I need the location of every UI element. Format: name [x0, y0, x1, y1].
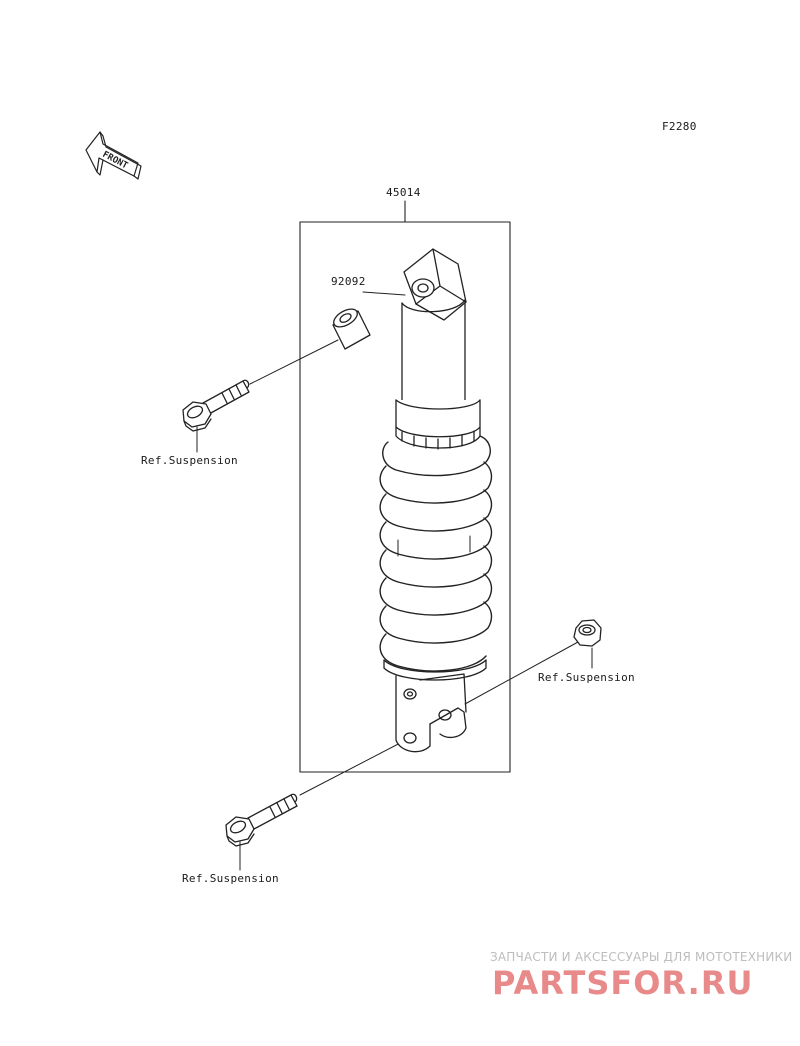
ref-suspension-upper[interactable]: Ref.Suspension [141, 454, 238, 467]
front-arrow-icon: FRONT [85, 131, 142, 180]
assembly-bracket [299, 221, 511, 773]
ref-suspension-lower-nut[interactable]: Ref.Suspension [538, 671, 635, 684]
shock-absorber [379, 248, 493, 753]
watermark-logo: PARTSFOR.RU [492, 964, 754, 1002]
figure-code: F2280 [662, 120, 697, 133]
ref-suspension-lower-bolt[interactable]: Ref.Suspension [182, 872, 279, 885]
lower-bolt-axis [299, 739, 407, 796]
lower-nut-axis [464, 641, 579, 705]
lower-nut [573, 619, 602, 647]
lower-bolt [225, 793, 298, 847]
upper-bolt [182, 379, 250, 432]
upper-bolt-axis [249, 339, 339, 385]
watermark-tagline: ЗАПЧАСТИ И АКСЕССУАРЫ ДЛЯ МОТОТЕХНИКИ [490, 950, 793, 964]
part-number-92092[interactable]: 92092 [331, 275, 366, 288]
bushing-leader [362, 291, 406, 296]
bushing-92092 [332, 308, 371, 350]
part-number-45014[interactable]: 45014 [386, 186, 421, 199]
